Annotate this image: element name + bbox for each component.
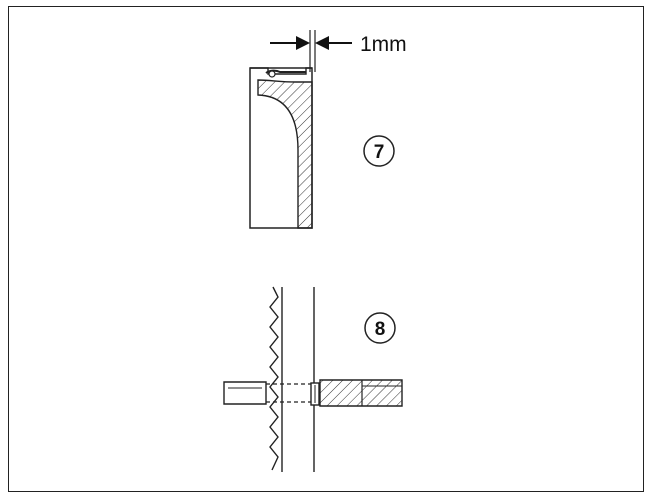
piston-top-lip [250, 67, 312, 75]
ring-insert [265, 69, 306, 74]
step-7-number: 7 [374, 142, 385, 163]
right-flange-hatched [319, 379, 403, 407]
dashed-bore [266, 383, 316, 403]
dimension-label: 1mm [360, 33, 407, 56]
step-8-circle [364, 312, 396, 344]
step-7-circle [363, 135, 395, 167]
figure-frame [8, 6, 644, 492]
dimension-marker: 1mm [270, 30, 407, 72]
step-8-number: 8 [375, 319, 386, 340]
ring-end [268, 70, 276, 78]
arrow-left-head [296, 36, 310, 50]
liner-serrated-edge [269, 286, 279, 471]
left-flange [223, 381, 267, 405]
step-7-badge: 7 [363, 135, 395, 167]
hatched-wall [257, 79, 313, 229]
step-8-badge: 8 [364, 312, 396, 344]
liner-section [223, 286, 403, 472]
piston-section [249, 67, 313, 229]
arrow-right-head [315, 36, 329, 50]
